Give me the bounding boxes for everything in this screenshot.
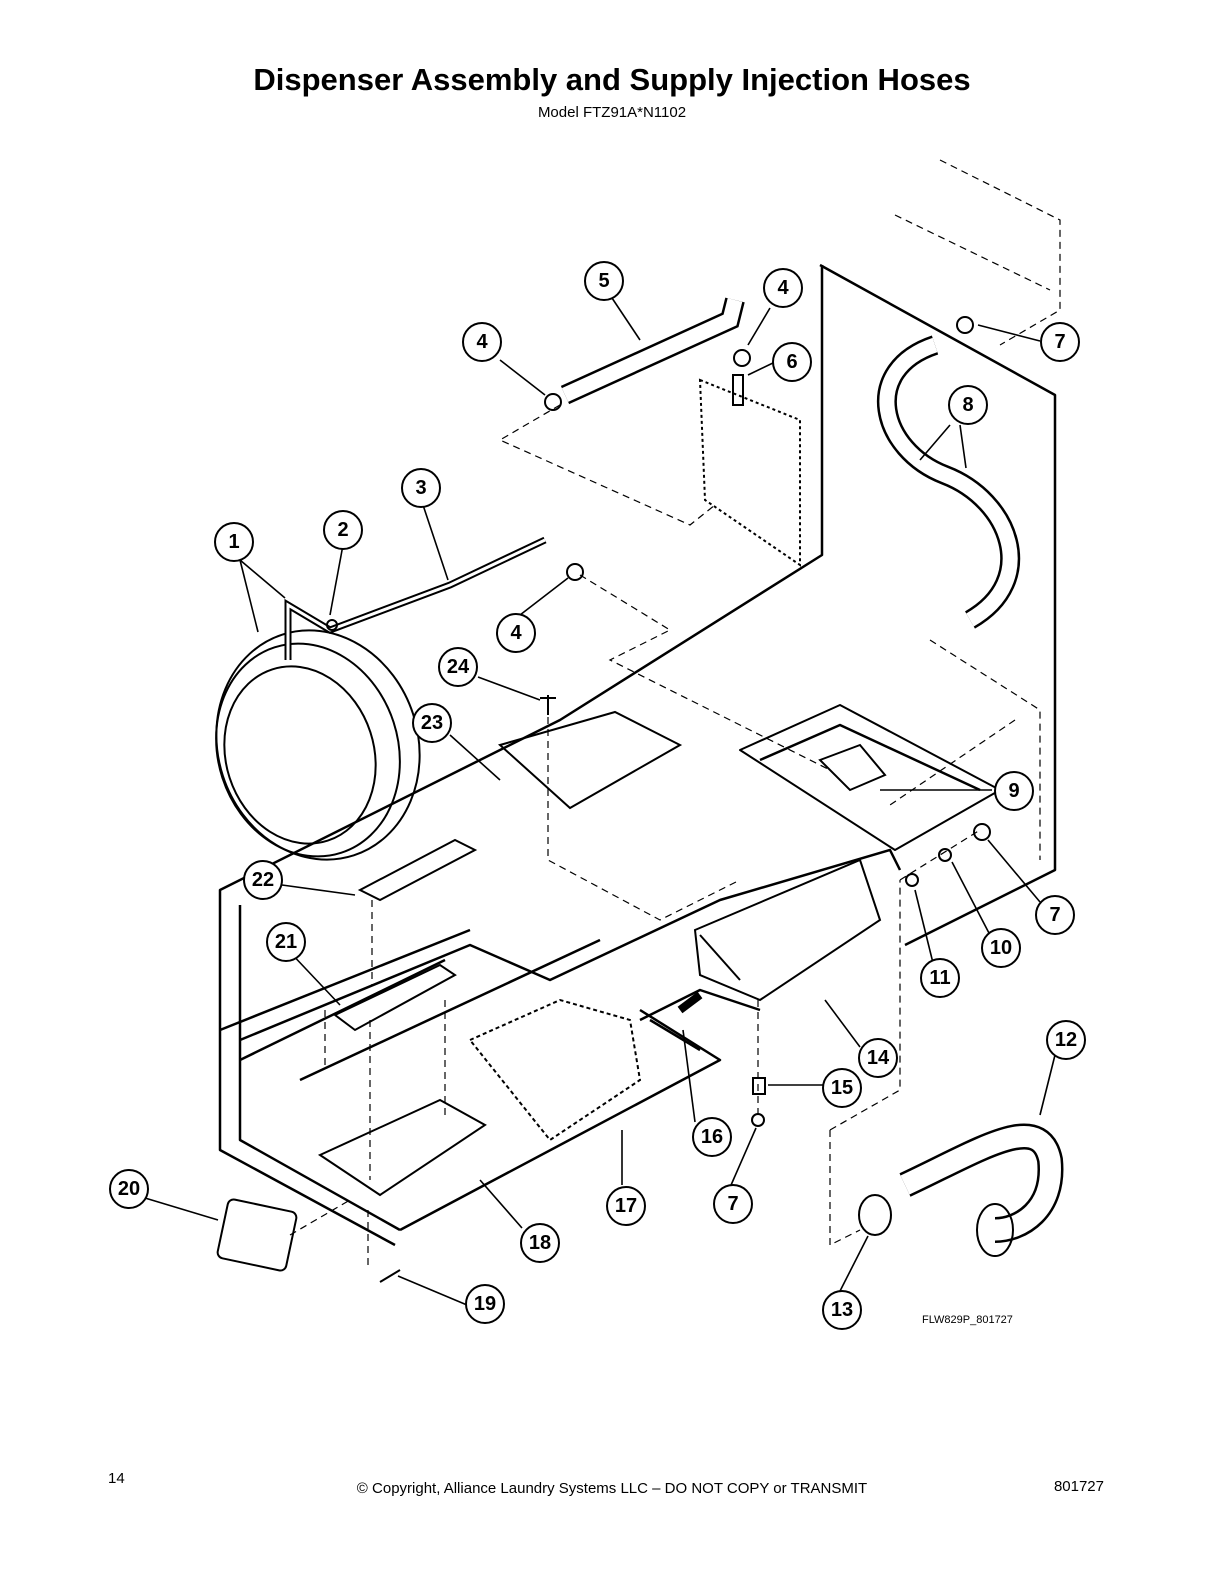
clamp-7c — [751, 1113, 765, 1127]
svg-text:18: 18 — [529, 1232, 551, 1254]
callout-16: 16 — [692, 1117, 732, 1157]
svg-text:7: 7 — [1054, 331, 1065, 353]
callout-4c: 4 — [496, 613, 536, 653]
svg-text:19: 19 — [474, 1293, 496, 1315]
dispenser-drawer — [317, 1098, 487, 1197]
vacuum-break — [677, 991, 703, 1014]
callout-7b: 7 — [1035, 895, 1075, 935]
callout-23: 23 — [412, 703, 452, 743]
callout-4b: 4 — [763, 268, 803, 308]
svg-text:24: 24 — [447, 656, 470, 678]
valve-bracket — [698, 378, 801, 567]
svg-text:22: 22 — [252, 869, 274, 891]
callout-7a: 7 — [1040, 322, 1080, 362]
model-subtitle: Model FTZ91A*N1102 — [537, 104, 687, 121]
svg-text:7: 7 — [727, 1193, 738, 1215]
svg-text:13: 13 — [831, 1299, 853, 1321]
clamp-4b — [733, 349, 751, 367]
svg-text:2: 2 — [337, 519, 348, 541]
callout-2: 2 — [323, 510, 363, 550]
clamp-4a — [544, 393, 562, 411]
bellows-ring — [215, 642, 401, 858]
washer-11 — [905, 873, 919, 887]
callout-18: 18 — [520, 1223, 560, 1263]
siphon-tray — [357, 838, 478, 902]
water-valve — [818, 743, 887, 792]
drawer-handle — [216, 1198, 298, 1272]
hose-clamp — [858, 1194, 892, 1236]
diagram-reference-code: FLW829P_801727 — [922, 1314, 1013, 1326]
clamp-4c — [566, 563, 584, 581]
callout-5: 5 — [584, 261, 624, 301]
svg-text:5: 5 — [598, 270, 609, 292]
document-number: 801727 — [1053, 1478, 1104, 1495]
svg-text:12: 12 — [1055, 1029, 1077, 1051]
clamp-7b — [973, 823, 991, 841]
callout-22: 22 — [243, 860, 283, 900]
callout-1: 1 — [214, 522, 254, 562]
svg-text:4: 4 — [476, 331, 488, 353]
mounting-plate — [497, 710, 683, 810]
callout-17: 17 — [606, 1186, 646, 1226]
cap-15 — [752, 1077, 766, 1095]
svg-text:6: 6 — [786, 351, 797, 373]
callout-20: 20 — [109, 1169, 149, 1209]
tub-box — [468, 998, 642, 1142]
svg-text:1: 1 — [228, 531, 239, 553]
dispenser-top — [333, 963, 457, 1032]
svg-text:17: 17 — [615, 1195, 637, 1217]
svg-text:15: 15 — [831, 1077, 853, 1099]
svg-text:23: 23 — [421, 712, 443, 734]
svg-text:4: 4 — [777, 277, 789, 299]
dispenser-housing — [693, 858, 882, 1002]
callout-15: 15 — [822, 1068, 862, 1108]
callout-3: 3 — [401, 468, 441, 508]
page-title: Dispenser Assembly and Supply Injection … — [253, 62, 971, 97]
base-frame — [239, 848, 902, 1042]
svg-text:14: 14 — [867, 1047, 890, 1069]
page-number: 14 — [108, 1470, 125, 1487]
svg-text:20: 20 — [118, 1178, 140, 1200]
callout-21: 21 — [266, 922, 306, 962]
callout-24: 24 — [438, 647, 478, 687]
washer-10 — [938, 848, 952, 862]
callout-9: 9 — [994, 771, 1034, 811]
callout-11: 11 — [920, 958, 960, 998]
callout-10: 10 — [981, 928, 1021, 968]
valve-stem — [732, 374, 744, 406]
svg-text:9: 9 — [1008, 780, 1019, 802]
svg-text:4: 4 — [510, 622, 522, 644]
svg-text:11: 11 — [929, 967, 950, 989]
callout-13: 13 — [822, 1290, 862, 1330]
callout-14: 14 — [858, 1038, 898, 1078]
screw-24 — [540, 695, 556, 715]
clip-2 — [326, 619, 338, 631]
svg-text:7: 7 — [1049, 904, 1060, 926]
callout-12: 12 — [1046, 1020, 1086, 1060]
cabinet-outline — [819, 263, 1057, 947]
screw-19 — [379, 1269, 401, 1283]
svg-text:21: 21 — [275, 931, 297, 953]
cabinet-outline-inner — [218, 265, 824, 1247]
callout-7c: 7 — [713, 1184, 753, 1224]
callout-4a: 4 — [462, 322, 502, 362]
callout-19: 19 — [465, 1284, 505, 1324]
svg-text:3: 3 — [415, 477, 426, 499]
copyright-notice: © Copyright, Alliance Laundry Systems LL… — [356, 1480, 868, 1497]
clamp-7a — [956, 316, 974, 334]
svg-text:16: 16 — [701, 1126, 723, 1148]
svg-text:10: 10 — [990, 937, 1012, 959]
callout-6: 6 — [772, 342, 812, 382]
svg-text:8: 8 — [962, 394, 973, 416]
callout-8: 8 — [948, 385, 988, 425]
